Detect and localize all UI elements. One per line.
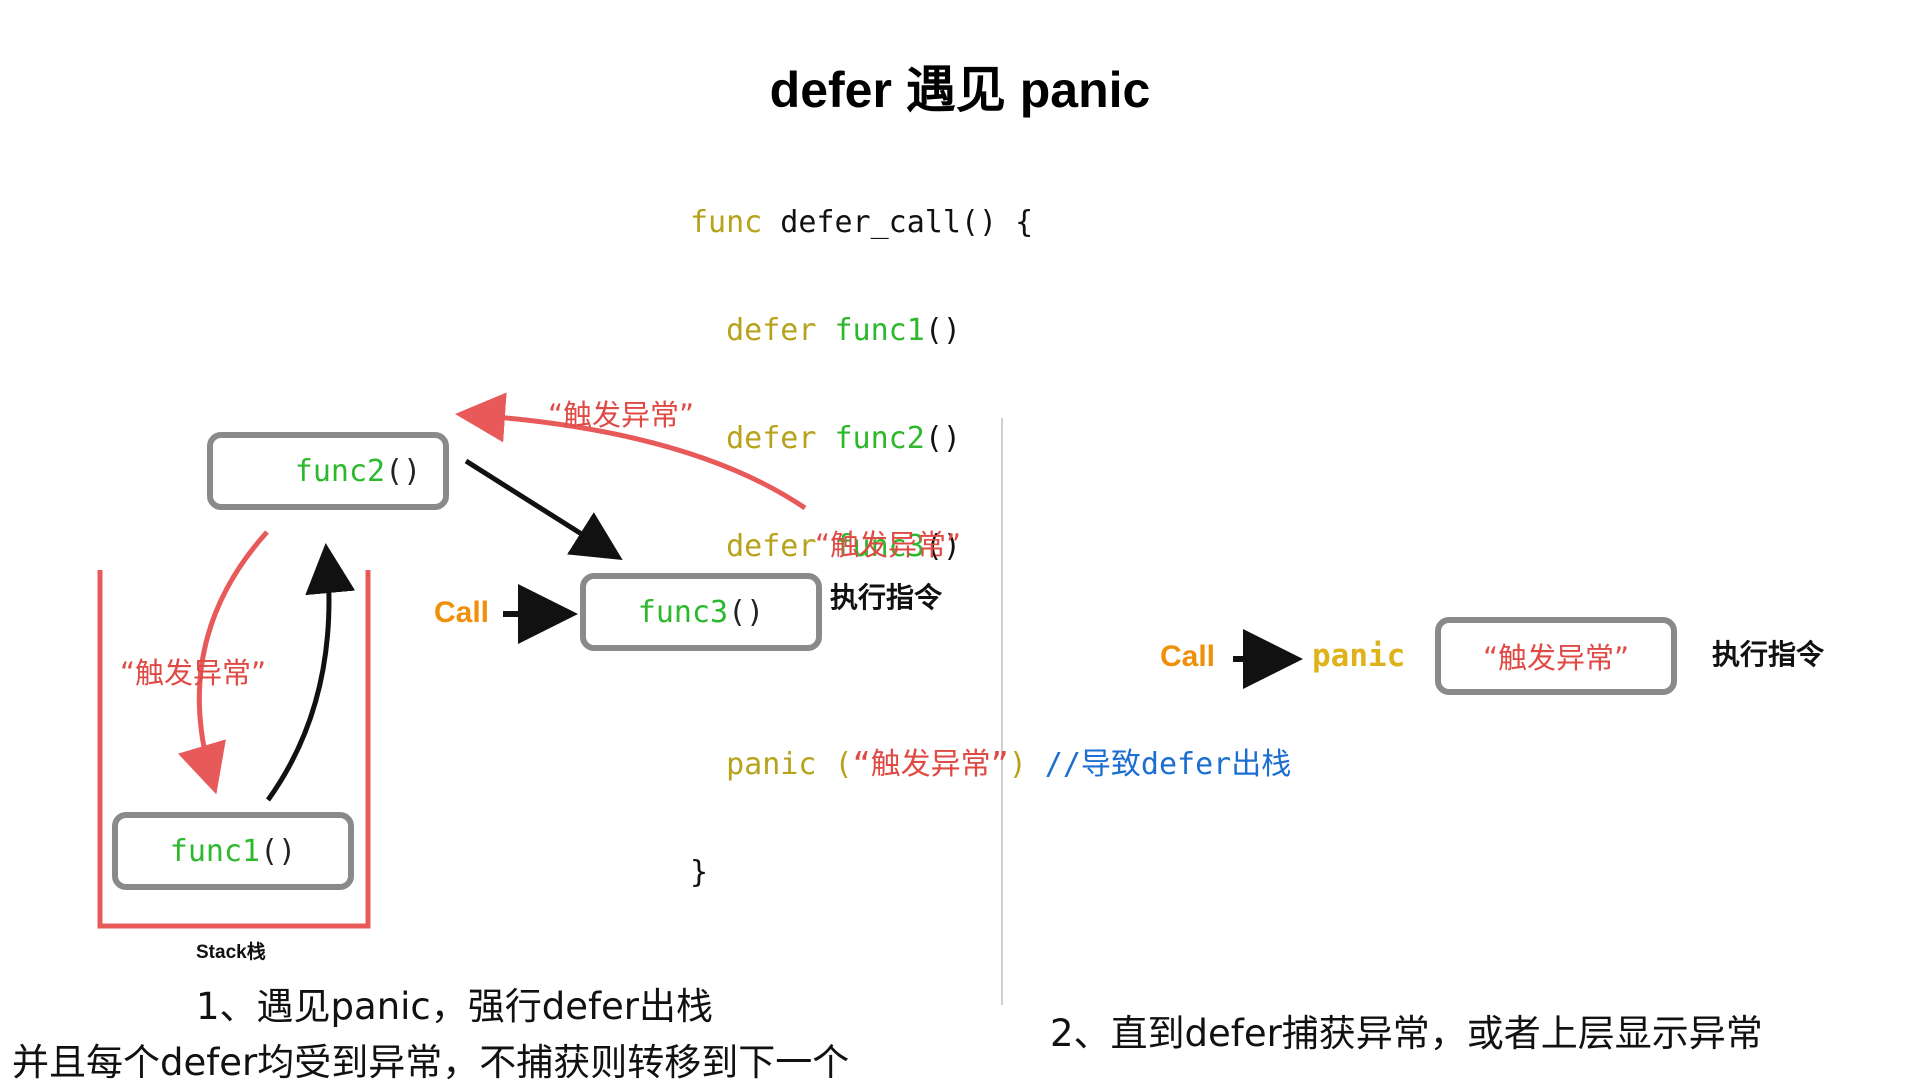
code-line-6: }	[690, 855, 1291, 891]
panic-label-top: “触发异常”	[548, 398, 695, 432]
func3-box: func3()	[580, 573, 822, 651]
call-label-left: Call	[434, 596, 490, 629]
func2-name: func2	[294, 453, 386, 489]
red-arrow-func2-func1	[178, 530, 269, 795]
code-line-3: defer func2()	[690, 421, 1291, 457]
page-title: defer 遇见 panic	[769, 62, 1151, 118]
code-line-4: defer func3()	[690, 529, 1291, 565]
panic-box-text: “触发异常”	[1482, 641, 1630, 675]
red-arrow-top	[455, 392, 807, 511]
code-keyword: defer	[726, 421, 817, 456]
stack-label: Stack栈	[196, 942, 266, 963]
code-keyword: defer	[726, 313, 817, 348]
func1-name: func1	[169, 833, 261, 869]
code-text: ()	[924, 421, 961, 456]
code-string: “触发异常”	[852, 747, 1009, 782]
panic-label-stack: “触发异常”	[120, 656, 267, 690]
func1-parens: ()	[260, 833, 297, 869]
code-comment: //导致defer出栈	[1026, 747, 1292, 782]
func3-parens: ()	[728, 594, 765, 630]
code-keyword: func	[690, 205, 763, 240]
func2-parens: ()	[385, 453, 422, 489]
caption-2: 并且每个defer均受到异常，不捕获则转移到下一个	[12, 1041, 850, 1084]
code-paren: (	[816, 747, 853, 782]
code-text: }	[690, 855, 709, 890]
code-line-1: func defer_call() {	[690, 205, 1291, 241]
panic-word: panic	[1312, 638, 1406, 674]
stack-container	[97, 570, 371, 929]
code-keyword: defer	[726, 529, 817, 564]
code-paren: )	[1008, 747, 1027, 782]
caption-right: 2、直到defer捕获异常，或者上层显示异常	[1050, 1012, 1763, 1055]
exec-label-right: 执行指令	[1712, 638, 1825, 671]
code-function: func3	[834, 529, 925, 564]
panic-label-right: “触发异常”	[815, 528, 962, 562]
code-line-5: panic (“触发异常”) //导致defer出栈	[690, 747, 1291, 783]
code-block: func defer_call() { defer func1() defer …	[690, 133, 1291, 927]
func3-name: func3	[637, 594, 729, 630]
code-line-2: defer func1()	[690, 313, 1291, 349]
panic-box: “触发异常”	[1435, 617, 1677, 695]
caption-1: 1、遇见panic，强行defer出栈	[196, 985, 714, 1028]
code-text: defer_call() {	[762, 205, 1034, 240]
code-keyword: panic	[726, 747, 817, 782]
black-arrow-func2-func3	[464, 458, 623, 561]
code-function: func1	[834, 313, 925, 348]
func2-box: func2()	[207, 432, 449, 510]
exec-label-left: 执行指令	[830, 581, 943, 614]
code-text: ()	[924, 313, 961, 348]
black-arrow-func1-func2	[265, 543, 356, 802]
code-function: func2	[834, 421, 925, 456]
code-text: ()	[924, 529, 961, 564]
func1-box: func1()	[112, 812, 354, 890]
call-label-right: Call	[1160, 640, 1216, 673]
